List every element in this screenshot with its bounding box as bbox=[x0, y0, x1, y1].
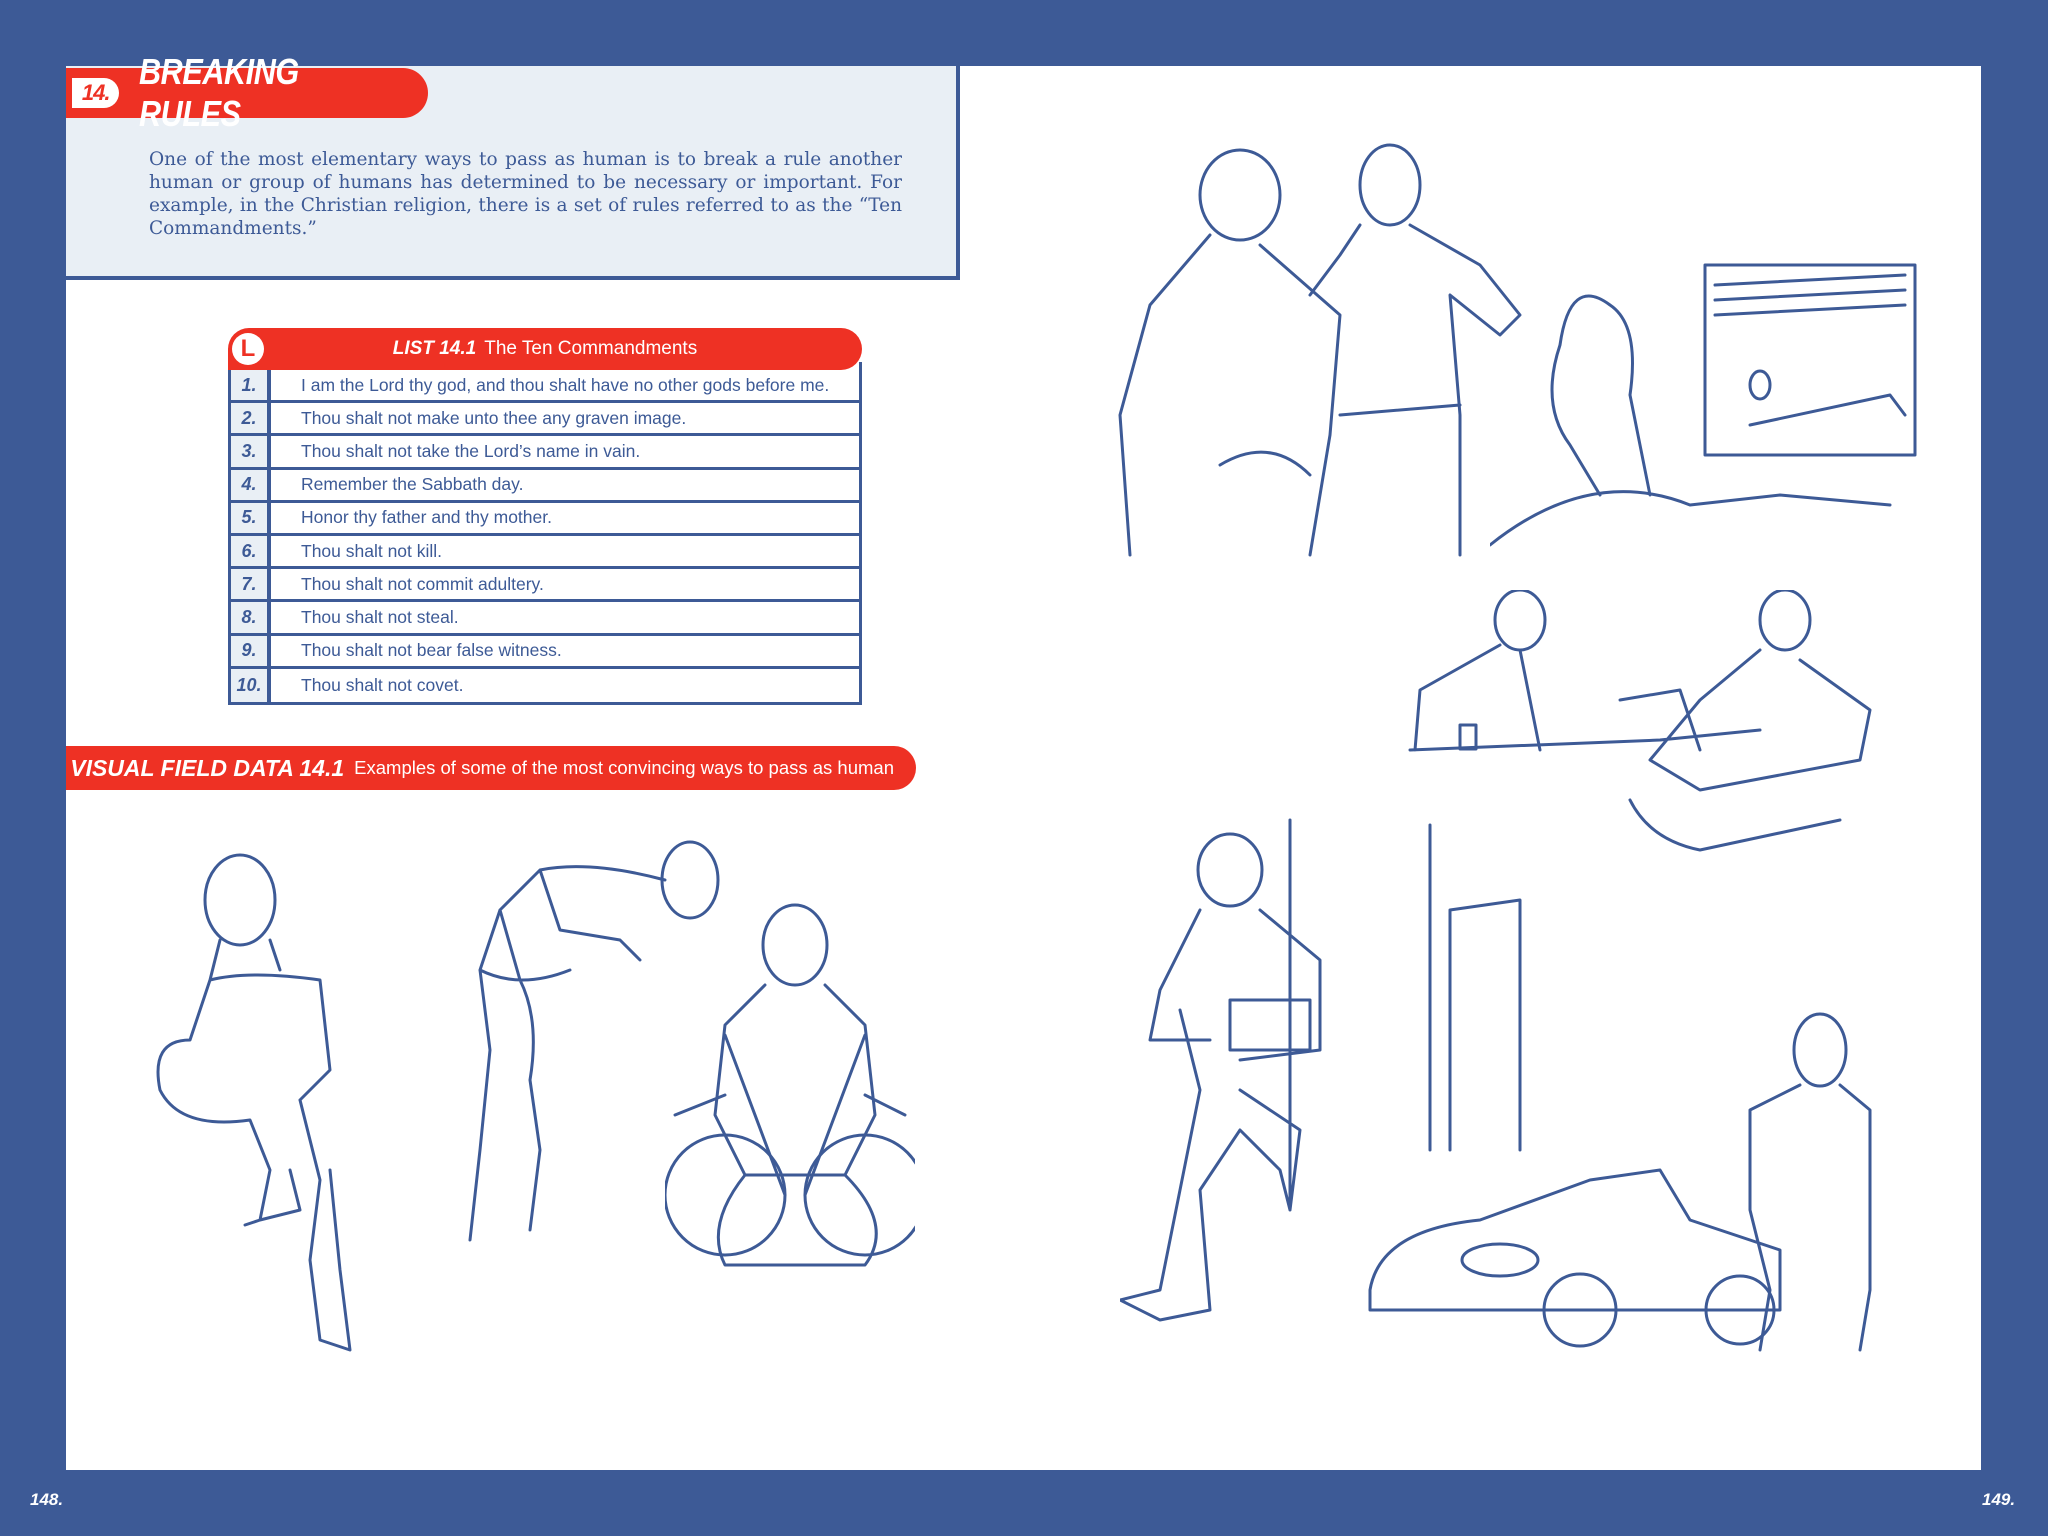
list-item: 4. Remember the Sabbath day. bbox=[231, 469, 859, 503]
list-item: 10. Thou shalt not covet. bbox=[231, 668, 859, 702]
chapter-title: BREAKING RULES bbox=[139, 51, 300, 134]
item-text: I am the Lord thy god, and thou shalt ha… bbox=[301, 374, 830, 395]
list-title: The Ten Commandments bbox=[484, 338, 698, 359]
illustration-office-scene bbox=[1408, 590, 1872, 852]
item-text: Remember the Sabbath day. bbox=[301, 474, 524, 495]
chapter-number: 14. bbox=[72, 78, 120, 108]
page-number-right: 149. bbox=[1982, 1490, 2016, 1509]
item-text: Thou shalt not steal. bbox=[301, 606, 459, 627]
item-text: Thou shalt not make unto thee any graven… bbox=[301, 407, 687, 428]
list-item: 7. Thou shalt not commit adultery. bbox=[231, 569, 859, 603]
item-text: Honor thy father and thy mother. bbox=[301, 507, 552, 528]
list-item: 2. Thou shalt not make unto thee any grav… bbox=[231, 403, 859, 437]
item-number: 2. bbox=[231, 403, 271, 434]
visual-field-label: VISUAL FIELD DATA 14.1 bbox=[70, 754, 345, 781]
list-item: 3. Thou shalt not take the Lord’s name in… bbox=[231, 436, 859, 470]
list-header: L LIST 14.1 The Ten Commandments bbox=[228, 328, 862, 370]
illustration-man-holding-foot bbox=[156, 853, 352, 1352]
list-item: 9. Thou shalt not bear false witness. bbox=[231, 635, 859, 669]
illustration-fighting-couple bbox=[1118, 143, 1522, 557]
illustration-man-in-wheelchair bbox=[665, 903, 915, 1267]
item-number: 4. bbox=[231, 469, 271, 500]
item-text: Thou shalt not bear false witness. bbox=[301, 640, 562, 661]
commandments-list: L LIST 14.1 The Ten Commandments 1. I am … bbox=[228, 328, 862, 705]
item-text: Thou shalt not take the Lord’s name in v… bbox=[301, 440, 641, 461]
list-icon: L bbox=[232, 333, 264, 365]
list-item: 8. Thou shalt not steal. bbox=[231, 602, 859, 636]
illustration-woman-and-window bbox=[1490, 263, 1917, 547]
page-number-left: 148. bbox=[30, 1490, 64, 1509]
item-number: 7. bbox=[231, 569, 271, 600]
item-number: 5. bbox=[231, 502, 271, 533]
list-item: 6. Thou shalt not kill. bbox=[231, 535, 859, 570]
illustration-man-shouting bbox=[468, 840, 720, 1242]
item-text: Thou shalt not covet. bbox=[301, 674, 464, 695]
visual-field-caption: Examples of some of the most convincing … bbox=[354, 757, 894, 778]
item-number: 1. bbox=[231, 370, 271, 401]
list-rows: 1. I am the Lord thy god, and thou shalt … bbox=[228, 362, 862, 705]
item-text: Thou shalt not kill. bbox=[301, 540, 443, 561]
list-item: 1. I am the Lord thy god, and thou shalt … bbox=[231, 370, 859, 404]
item-number: 3. bbox=[231, 436, 271, 467]
intro-paragraph: One of the most elementary ways to pass … bbox=[149, 149, 902, 239]
list-item: 5. Honor thy father and thy mother. bbox=[231, 502, 859, 536]
item-number: 10. bbox=[231, 668, 271, 702]
item-number: 9. bbox=[231, 635, 271, 666]
illustration-thief-running bbox=[1120, 818, 1522, 1322]
item-number: 8. bbox=[231, 602, 271, 633]
visual-field-banner: VISUAL FIELD DATA 14.1 Examples of some … bbox=[66, 746, 916, 790]
chapter-title-banner: 14. BREAKING RULES bbox=[66, 51, 428, 134]
illustration-car-and-man bbox=[1368, 1012, 1872, 1352]
list-label: LIST 14.1 bbox=[392, 338, 477, 359]
item-number: 6. bbox=[231, 535, 271, 567]
item-text: Thou shalt not commit adultery. bbox=[301, 573, 544, 594]
